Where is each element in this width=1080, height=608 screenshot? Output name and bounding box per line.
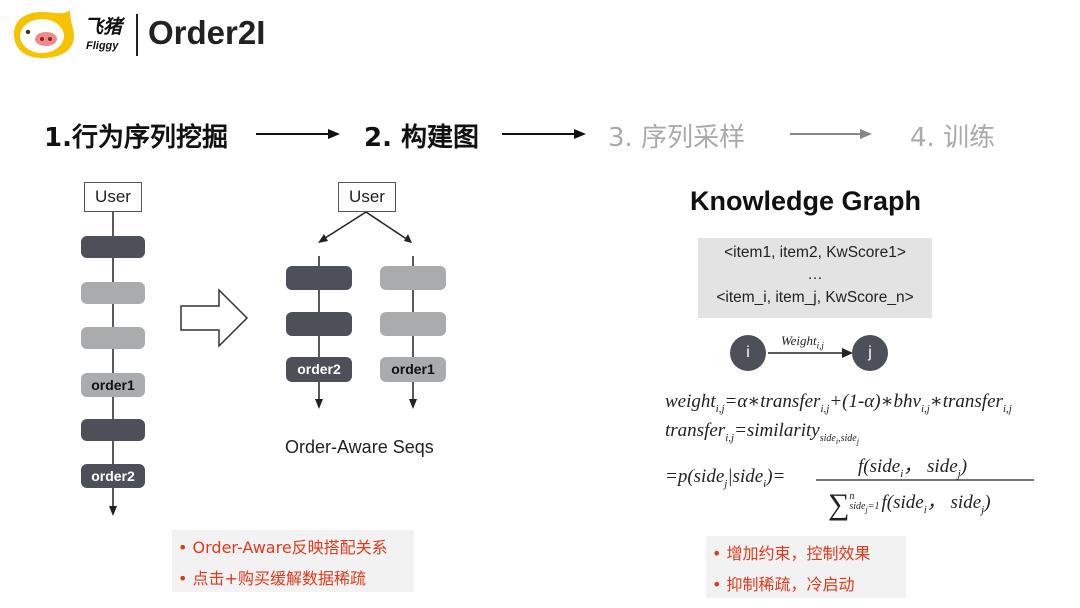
kg-title: Knowledge Graph <box>690 186 922 216</box>
note-right-1-text: 增加约束，控制效果 <box>726 544 871 563</box>
left-user-box: User <box>84 182 142 212</box>
step-4-label: 4. 训练 <box>910 123 996 153</box>
left-block-1 <box>81 236 145 258</box>
kg-triple-last: <item_i, item_j, KwScore_n> <box>716 289 914 306</box>
order-aware-seqs-caption: Order-Aware Seqs <box>285 437 434 457</box>
notes-right: • 增加约束，控制效果 • 抑制稀疏，冷启动 <box>706 536 906 598</box>
logo-brand-en: Fliggy <box>86 40 119 52</box>
middle-user-box: User <box>338 182 396 212</box>
middle-left-block-2 <box>286 312 352 336</box>
step-2-label: 2. 构建图 <box>364 123 480 153</box>
note-left-2: • 点击+购买缓解数据稀疏 <box>178 569 366 588</box>
middle-right-order-block: order1 <box>380 357 446 382</box>
note-right-2-text: 抑制稀疏，冷启动 <box>726 575 855 594</box>
note-left-2-text: 点击+购买缓解数据稀疏 <box>192 569 366 588</box>
left-block-5 <box>81 419 145 441</box>
kg-triple-first: <item1, item2, KwScore1> <box>724 244 906 261</box>
page-title: Order2I <box>148 14 266 51</box>
formula-transfer: transferi,j=similaritysidei,sidej <box>665 420 859 446</box>
arrow-step-3-4 <box>790 129 872 139</box>
middle-right-block-1 <box>380 266 446 290</box>
middle-left-block-1 <box>286 266 352 290</box>
left-order2-block: order2 <box>81 464 145 488</box>
logo-brand-cn: 飞猪 <box>84 16 123 38</box>
note-right-2: • 抑制稀疏，冷启动 <box>712 575 855 594</box>
step-1-label: 1.行为序列挖掘 <box>44 123 228 153</box>
kg-triples-box: <item1, item2, KwScore1> … <item_i, item… <box>698 238 932 318</box>
kg-triple-ellipsis: … <box>807 266 823 283</box>
middle-right-block-2 <box>380 312 446 336</box>
arrow-step-2-3 <box>502 129 586 139</box>
kg-edge <box>768 348 853 358</box>
arrow-step-1-2 <box>256 129 340 139</box>
middle-left-order-block: order2 <box>286 357 352 382</box>
note-left-1: • Order-Aware反映搭配关系 <box>178 538 388 557</box>
kg-edge-weight: Weighti,j <box>781 333 824 351</box>
note-left-1-text: Order-Aware反映搭配关系 <box>192 538 388 557</box>
kg-node-i: i <box>730 335 766 371</box>
logo <box>8 8 78 60</box>
kg-edge-weight-label: Weight <box>781 333 817 348</box>
left-timeline <box>109 212 117 516</box>
transform-arrow <box>180 288 249 348</box>
formula-probability: =p(sidej|sidei)= <box>665 466 786 490</box>
note-right-1: • 增加约束，控制效果 <box>712 544 871 563</box>
kg-node-j: j <box>852 335 888 371</box>
notes-left: • Order-Aware反映搭配关系 • 点击+购买缓解数据稀疏 <box>172 530 414 592</box>
left-block-2 <box>81 282 145 304</box>
formula-numerator: f(sidei， sidej) <box>858 456 968 480</box>
logo-divider <box>136 14 138 56</box>
formula-weight: weighti,j=α∗transferi,j+(1-α)∗bhvi,j∗tra… <box>665 391 1012 415</box>
left-block-3 <box>81 327 145 349</box>
left-order1-block: order1 <box>81 373 145 397</box>
step-3-label: 3. 序列采样 <box>608 123 746 153</box>
fliggy-pig-icon <box>14 10 74 58</box>
